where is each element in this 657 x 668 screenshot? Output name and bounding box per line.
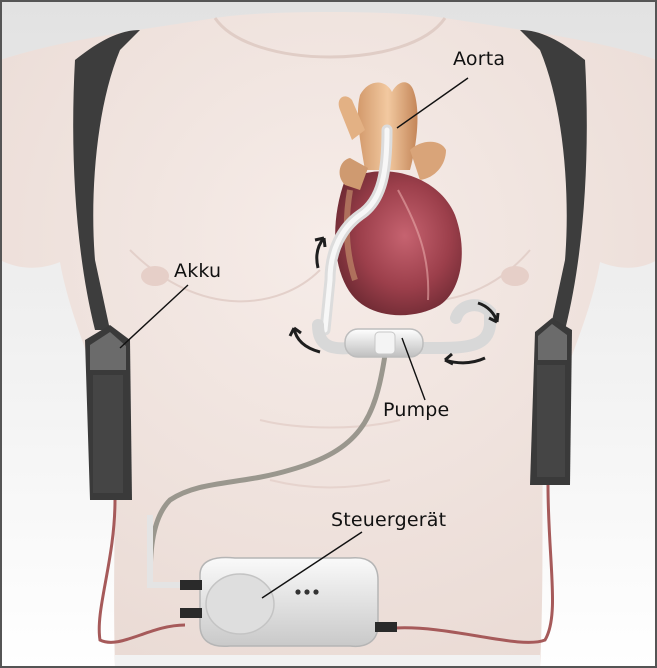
battery-left bbox=[85, 325, 132, 500]
nipple-left bbox=[141, 266, 169, 286]
label-aorta: Aorta bbox=[453, 50, 505, 69]
label-steuergeraet: Steuergerät bbox=[331, 511, 446, 530]
label-pumpe: Pumpe bbox=[383, 401, 449, 420]
label-akku: Akku bbox=[174, 262, 221, 281]
nipple-right bbox=[501, 266, 529, 286]
controller-device bbox=[180, 558, 397, 647]
battery-right bbox=[530, 318, 572, 485]
